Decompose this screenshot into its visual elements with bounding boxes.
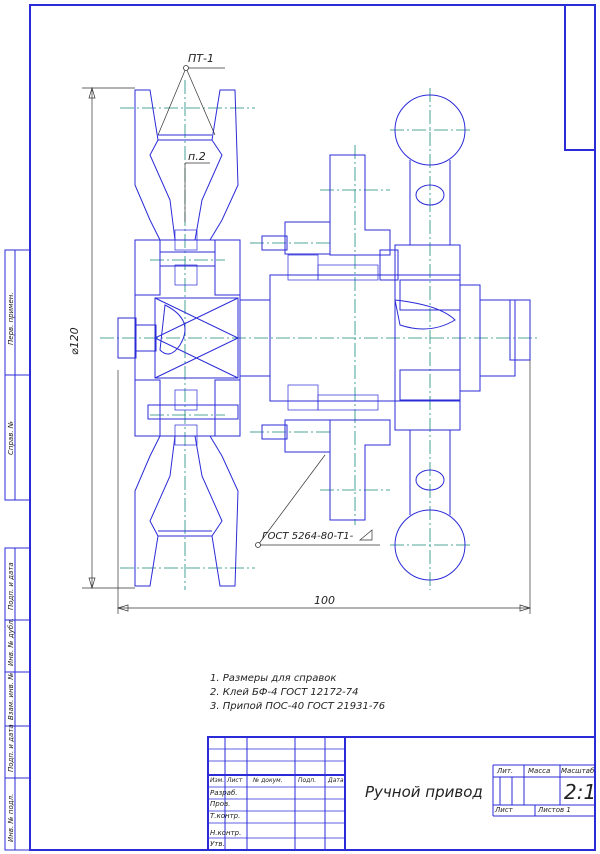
title-block-grid xyxy=(207,736,596,851)
side-stamp-perv-primen: Перв. примен. xyxy=(7,292,15,345)
title-block-col-podp: Подп. xyxy=(298,777,317,784)
leader-label-p2: п.2 xyxy=(188,150,206,163)
title-block-row-razrab: Разраб. xyxy=(210,789,238,797)
leader-lines xyxy=(157,65,380,548)
leader-label-gost: ГОСТ 5264-80-Т1- xyxy=(262,531,354,542)
title-block-lit: Лит. xyxy=(497,767,514,775)
title-block-list: Лист xyxy=(495,806,513,814)
title-block-row-prov: Пров. xyxy=(210,800,231,808)
side-stamp-inv-podl: Инв. № подл. xyxy=(7,793,15,842)
drawing-title: Ручной привод xyxy=(365,783,483,801)
title-block-scale: 2:1 xyxy=(564,780,597,804)
handwheel xyxy=(379,94,466,581)
title-block-col-izm: Изм. xyxy=(210,777,225,784)
title-block-listov: Листов 1 xyxy=(538,806,571,814)
side-stamp-podp-data-2: Подп. и дата xyxy=(7,724,15,772)
dimension-diameter: ⌀120 xyxy=(68,327,81,355)
sheet-frame xyxy=(4,4,596,851)
title-block-row-tkontr: Т.контр. xyxy=(210,812,241,820)
title-block-col-list: Лист xyxy=(227,777,243,784)
side-stamp-podp-data-1: Подп. и дата xyxy=(7,562,15,610)
title-block-col-data: Дата xyxy=(328,777,344,784)
leader-label-pt1: ПТ-1 xyxy=(188,52,214,65)
title-block-col-dokum: № докум. xyxy=(253,777,283,784)
centre-lines xyxy=(100,80,540,590)
notes: 1. Размеры для справок 2. Клей БФ-4 ГОСТ… xyxy=(210,672,385,714)
side-stamp-vzam-inv: Взам. инв. № xyxy=(7,672,15,720)
note-2: 2. Клей БФ-4 ГОСТ 12172-74 xyxy=(210,687,359,698)
title-block-masshtab: Масштаб xyxy=(561,767,595,775)
pulley xyxy=(117,89,241,587)
flange-hub xyxy=(261,154,391,521)
side-stamp-inv-dubl: Инв. № дубл. xyxy=(7,618,15,666)
dimension-length: 100 xyxy=(314,594,335,607)
side-stamp-sprav: Справ. № xyxy=(7,420,15,455)
note-3: 3. Припой ПОС-40 ГОСТ 21931-76 xyxy=(210,701,386,712)
dimension-lines xyxy=(82,86,532,614)
title-block-massa: Масса xyxy=(528,767,551,775)
title-block-row-nkontr: Н.контр. xyxy=(210,829,242,837)
title-block-row-utv: Утв. xyxy=(210,840,225,848)
note-1: 1. Размеры для справок xyxy=(210,673,337,684)
